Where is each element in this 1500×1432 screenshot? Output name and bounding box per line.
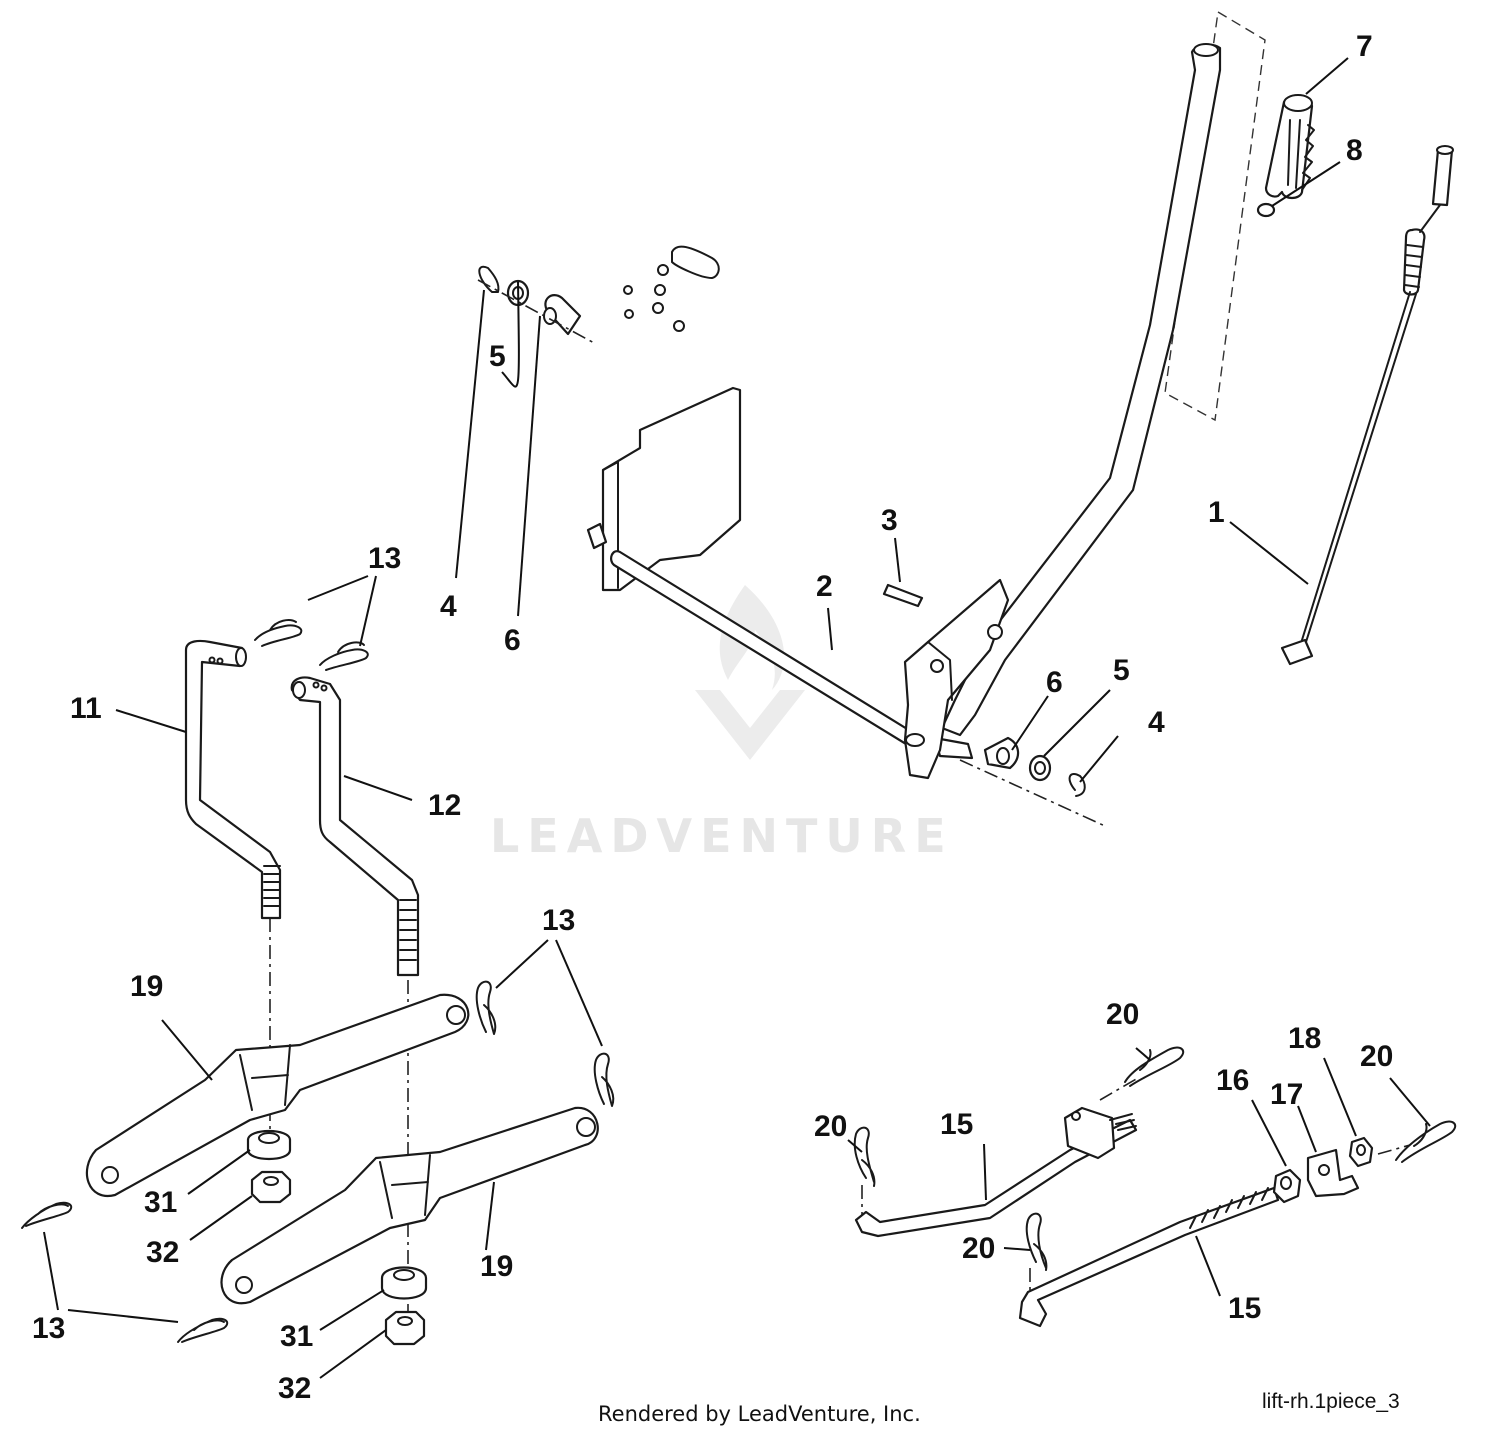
part-13-hairpin-4	[593, 1052, 615, 1107]
callout-16: 16	[1216, 1064, 1249, 1097]
callout-2: 2	[816, 570, 833, 603]
callout-5-left: 5	[489, 340, 506, 373]
part-7-handle-grip	[1264, 94, 1315, 200]
callout-13-top: 13	[368, 542, 401, 575]
render-credit: Rendered by LeadVenture, Inc.	[598, 1402, 921, 1426]
part-20-clip-4	[1395, 1120, 1457, 1163]
left-shaft-hardware	[478, 265, 582, 336]
spacers-and-nuts	[246, 1130, 428, 1346]
callout-6-right: 6	[1046, 666, 1063, 699]
callout-1: 1	[1208, 496, 1225, 529]
watermark-v-icon	[695, 690, 805, 760]
part-lift-handle	[903, 43, 1222, 780]
callout-12: 12	[428, 789, 461, 822]
callout-32-lower: 32	[278, 1372, 311, 1405]
callout-4-right: 4	[1148, 706, 1165, 739]
callout-31-upper: 31	[144, 1186, 177, 1219]
callout-13-bottom: 13	[32, 1312, 65, 1345]
callout-8: 8	[1346, 134, 1363, 167]
callout-17: 17	[1270, 1078, 1303, 1111]
watermark: LEADVENTURE	[490, 585, 954, 863]
callout-7: 7	[1356, 30, 1373, 63]
callout-6-left: 6	[504, 624, 521, 657]
callout-31-lower: 31	[280, 1320, 313, 1353]
callout-20-middle: 20	[962, 1232, 995, 1265]
callout-15-lower: 15	[1228, 1292, 1261, 1325]
figure-id: lift-rh.1piece_3	[1262, 1390, 1400, 1413]
part-13-hairpin-3	[475, 980, 497, 1035]
part-13-hairpin-1	[254, 619, 303, 647]
callout-18: 18	[1288, 1022, 1321, 1055]
callout-32-upper: 32	[146, 1236, 179, 1269]
centerline-adjust	[1377, 1144, 1411, 1155]
part-1-lift-rod	[1280, 145, 1454, 666]
centerline-clip-20	[1099, 1077, 1139, 1101]
part-4-e-clip-left	[478, 265, 500, 293]
part-3-roll-pin	[882, 583, 924, 608]
part-12-lift-link	[290, 676, 420, 977]
part-8-grip-plug	[1256, 202, 1276, 218]
part-15-adjust-rod-lower	[1018, 1186, 1280, 1328]
part-11-lift-link	[184, 639, 282, 920]
part-13-hairpin-5	[21, 1201, 73, 1229]
centerline-left-shaft	[477, 279, 597, 345]
callout-20-right: 20	[1360, 1040, 1393, 1073]
right-shaft-hardware	[983, 736, 1086, 797]
callouts: 1 2 3 4 4 5 5 6 6 7 8 11 12 13 13 13 15 …	[32, 30, 1393, 1405]
part-15-adjust-rod-upper	[854, 1106, 1138, 1238]
watermark-text: LEADVENTURE	[490, 809, 954, 863]
part-20-clip-2	[853, 1126, 876, 1187]
callout-13-right: 13	[542, 904, 575, 937]
assembly-outline	[1164, 10, 1266, 422]
leader-lines	[43, 57, 1431, 1379]
part-13-hairpin-2	[319, 641, 369, 671]
callout-15-upper: 15	[940, 1108, 973, 1141]
part-32-nut-lower	[384, 1310, 426, 1346]
part-19-lift-arm-upper	[85, 993, 470, 1198]
callout-3: 3	[881, 504, 898, 537]
part-31-spacer-lower	[380, 1266, 428, 1300]
callout-20-left: 20	[814, 1110, 847, 1143]
callout-19-upper: 19	[130, 970, 163, 1003]
callout-19-lower: 19	[480, 1250, 513, 1283]
part-13-hairpin-6	[177, 1317, 229, 1343]
hairpin-clips	[21, 619, 615, 1343]
part-19-lift-arm-lower	[220, 1106, 599, 1305]
part-20-clip-3	[1025, 1212, 1048, 1271]
callout-20-top: 20	[1106, 998, 1139, 1031]
part-6-bushing-left	[544, 294, 582, 336]
part-32-nut-upper	[250, 1170, 292, 1204]
callout-5-right: 5	[1113, 654, 1130, 687]
callout-4-left: 4	[440, 590, 457, 623]
callout-11: 11	[70, 692, 102, 725]
part-2-lift-shaft	[586, 245, 974, 760]
part-17-trunnion-block	[1306, 1148, 1360, 1198]
part-4-e-clip-right	[1068, 772, 1086, 797]
